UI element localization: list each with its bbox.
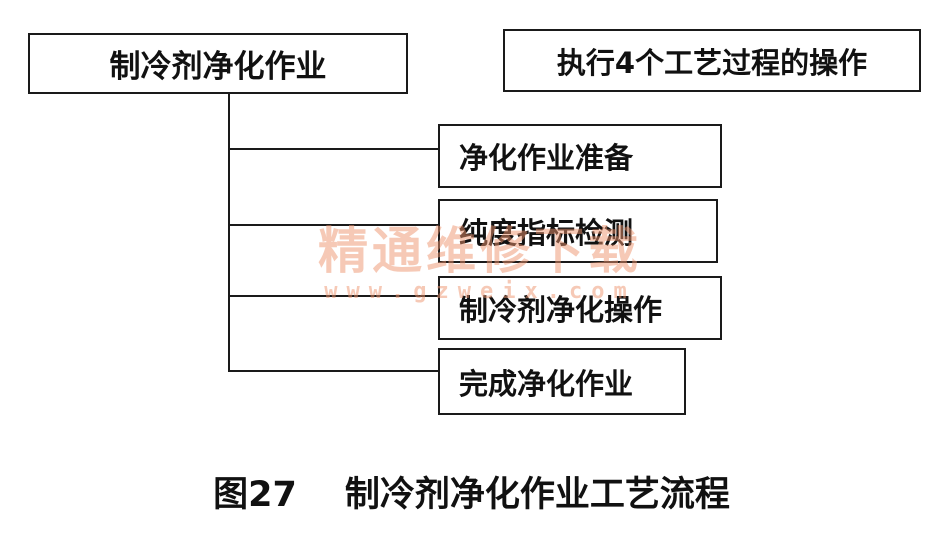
- step-box-4: 完成净化作业: [438, 348, 686, 415]
- branch-connector-line: [228, 295, 439, 297]
- figure-title: 制冷剂净化作业工艺流程: [344, 475, 730, 515]
- branch-connector-line: [228, 148, 439, 150]
- step-box-3: 制冷剂净化操作: [438, 276, 722, 340]
- step-label: 制冷剂净化操作: [459, 293, 663, 327]
- step-label: 完成净化作业: [459, 366, 634, 401]
- root-process-box: 制冷剂净化作业: [28, 33, 408, 94]
- root-process-label: 制冷剂净化作业: [109, 49, 327, 85]
- trunk-connector-line: [228, 94, 230, 371]
- step-label: 纯度指标检测: [459, 216, 634, 250]
- branch-connector-line: [228, 370, 439, 372]
- step-box-1: 净化作业准备: [438, 124, 722, 188]
- figure-caption: 图27 制冷剂净化作业工艺流程: [0, 466, 943, 517]
- branch-connector-line: [228, 224, 439, 226]
- step-label: 净化作业准备: [459, 141, 634, 175]
- note-box: 执行4个工艺过程的操作: [503, 29, 921, 92]
- step-box-2: 纯度指标检测: [438, 199, 718, 263]
- figure-number: 图27: [213, 475, 297, 515]
- note-label: 执行4个工艺过程的操作: [556, 45, 868, 80]
